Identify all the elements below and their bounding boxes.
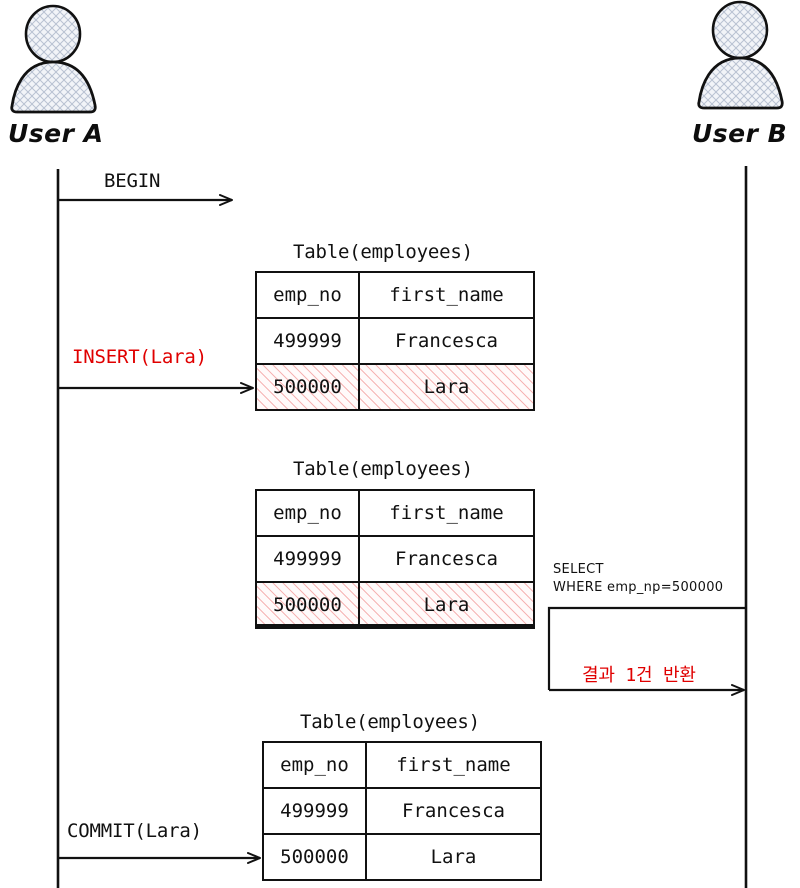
table-title: Table(employees) <box>293 241 473 263</box>
column-header: emp_no <box>262 741 367 789</box>
cell-emp-no: 499999 <box>255 535 360 583</box>
table-row: 499999 Francesca <box>262 787 542 835</box>
table-row: 500000 Lara <box>262 833 542 881</box>
arrow-select <box>547 606 746 690</box>
cell-first-name: Francesca <box>365 787 542 835</box>
table-header-row: emp_no first_name <box>262 741 542 789</box>
cell-emp-no: 500000 <box>262 833 367 881</box>
column-header: first_name <box>358 271 535 319</box>
employees-table-1: emp_no first_name 499999 Francesca 50000… <box>255 271 535 411</box>
table-title: Table(employees) <box>300 711 480 733</box>
column-header: first_name <box>358 489 535 537</box>
message-label-insert: INSERT(Lara) <box>72 346 207 368</box>
message-label-commit: COMMIT(Lara) <box>67 820 202 842</box>
cell-emp-no: 499999 <box>262 787 367 835</box>
cell-first-name: Lara <box>358 363 535 411</box>
table-header-row: emp_no first_name <box>255 271 535 319</box>
table-row: 499999 Francesca <box>255 317 535 365</box>
person-icon-user-b <box>697 0 784 110</box>
message-label-select: SELECT WHERE emp_np=500000 <box>553 562 724 595</box>
table-title: Table(employees) <box>293 458 473 480</box>
actor-label-user-b: User B <box>692 119 788 148</box>
column-header: first_name <box>365 741 542 789</box>
table-row-uncommitted: 500000 Lara <box>255 581 535 629</box>
cell-first-name: Francesca <box>358 317 535 365</box>
cell-first-name: Lara <box>365 833 542 881</box>
employees-table-2: emp_no first_name 499999 Francesca 50000… <box>255 489 535 629</box>
table-row: 499999 Francesca <box>255 535 535 583</box>
message-label-result: 결과 1건 반환 <box>582 665 696 686</box>
column-header: emp_no <box>255 489 360 537</box>
table-row-uncommitted: 500000 Lara <box>255 363 535 411</box>
cell-emp-no: 500000 <box>255 581 360 629</box>
employees-table-3: emp_no first_name 499999 Francesca 50000… <box>262 741 542 881</box>
cell-emp-no: 500000 <box>255 363 360 411</box>
message-label-begin: BEGIN <box>104 170 161 192</box>
person-icon-user-a <box>10 4 97 114</box>
column-header: emp_no <box>255 271 360 319</box>
cell-first-name: Francesca <box>358 535 535 583</box>
actor-label-user-a: User A <box>8 119 104 148</box>
table-header-row: emp_no first_name <box>255 489 535 537</box>
cell-emp-no: 499999 <box>255 317 360 365</box>
cell-first-name: Lara <box>358 581 535 629</box>
